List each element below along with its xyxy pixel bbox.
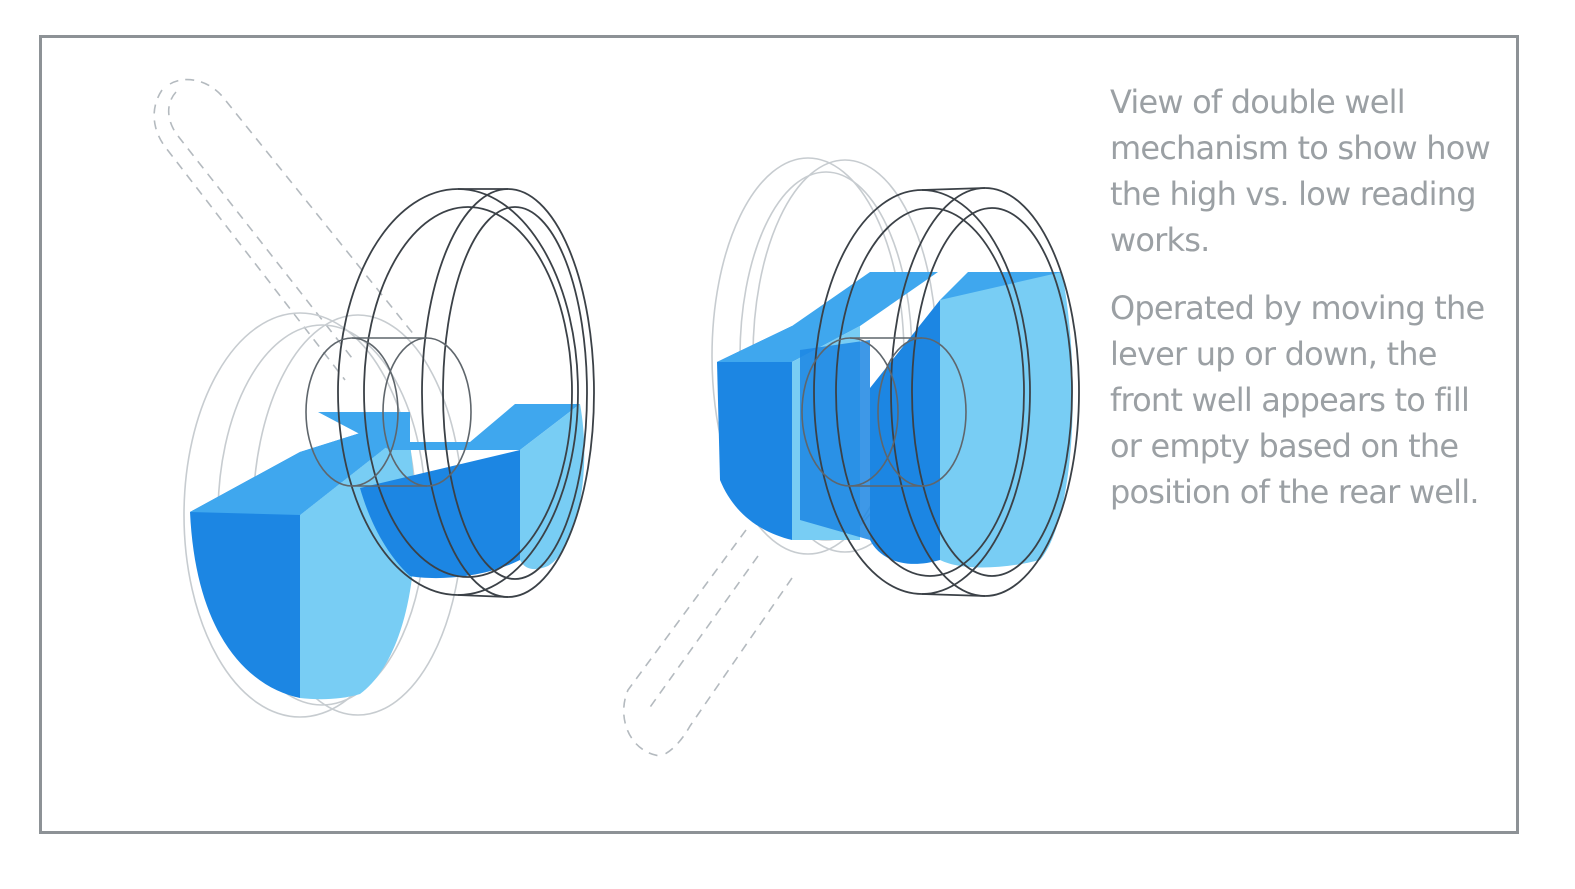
right-axle-cylinder <box>801 337 967 487</box>
right-lever-dashed <box>623 529 793 757</box>
left-axle-cylinder <box>305 337 472 487</box>
left-rear-water <box>190 418 416 700</box>
left-well-assembly <box>153 78 595 718</box>
right-front-rings <box>813 187 1080 597</box>
caption-paragraph-view: View of double well mechanism to show ho… <box>1110 83 1491 259</box>
left-front-rings <box>337 188 595 598</box>
left-front-water <box>318 404 585 579</box>
caption-text: View of double well mechanism to show ho… <box>1110 79 1510 537</box>
illustration-frame <box>39 35 1519 834</box>
right-front-water <box>800 272 1073 568</box>
caption-paragraph-operation: Operated by moving the lever up or down,… <box>1110 289 1485 511</box>
left-lever-dashed <box>153 78 416 381</box>
right-well-assembly <box>623 157 1080 757</box>
